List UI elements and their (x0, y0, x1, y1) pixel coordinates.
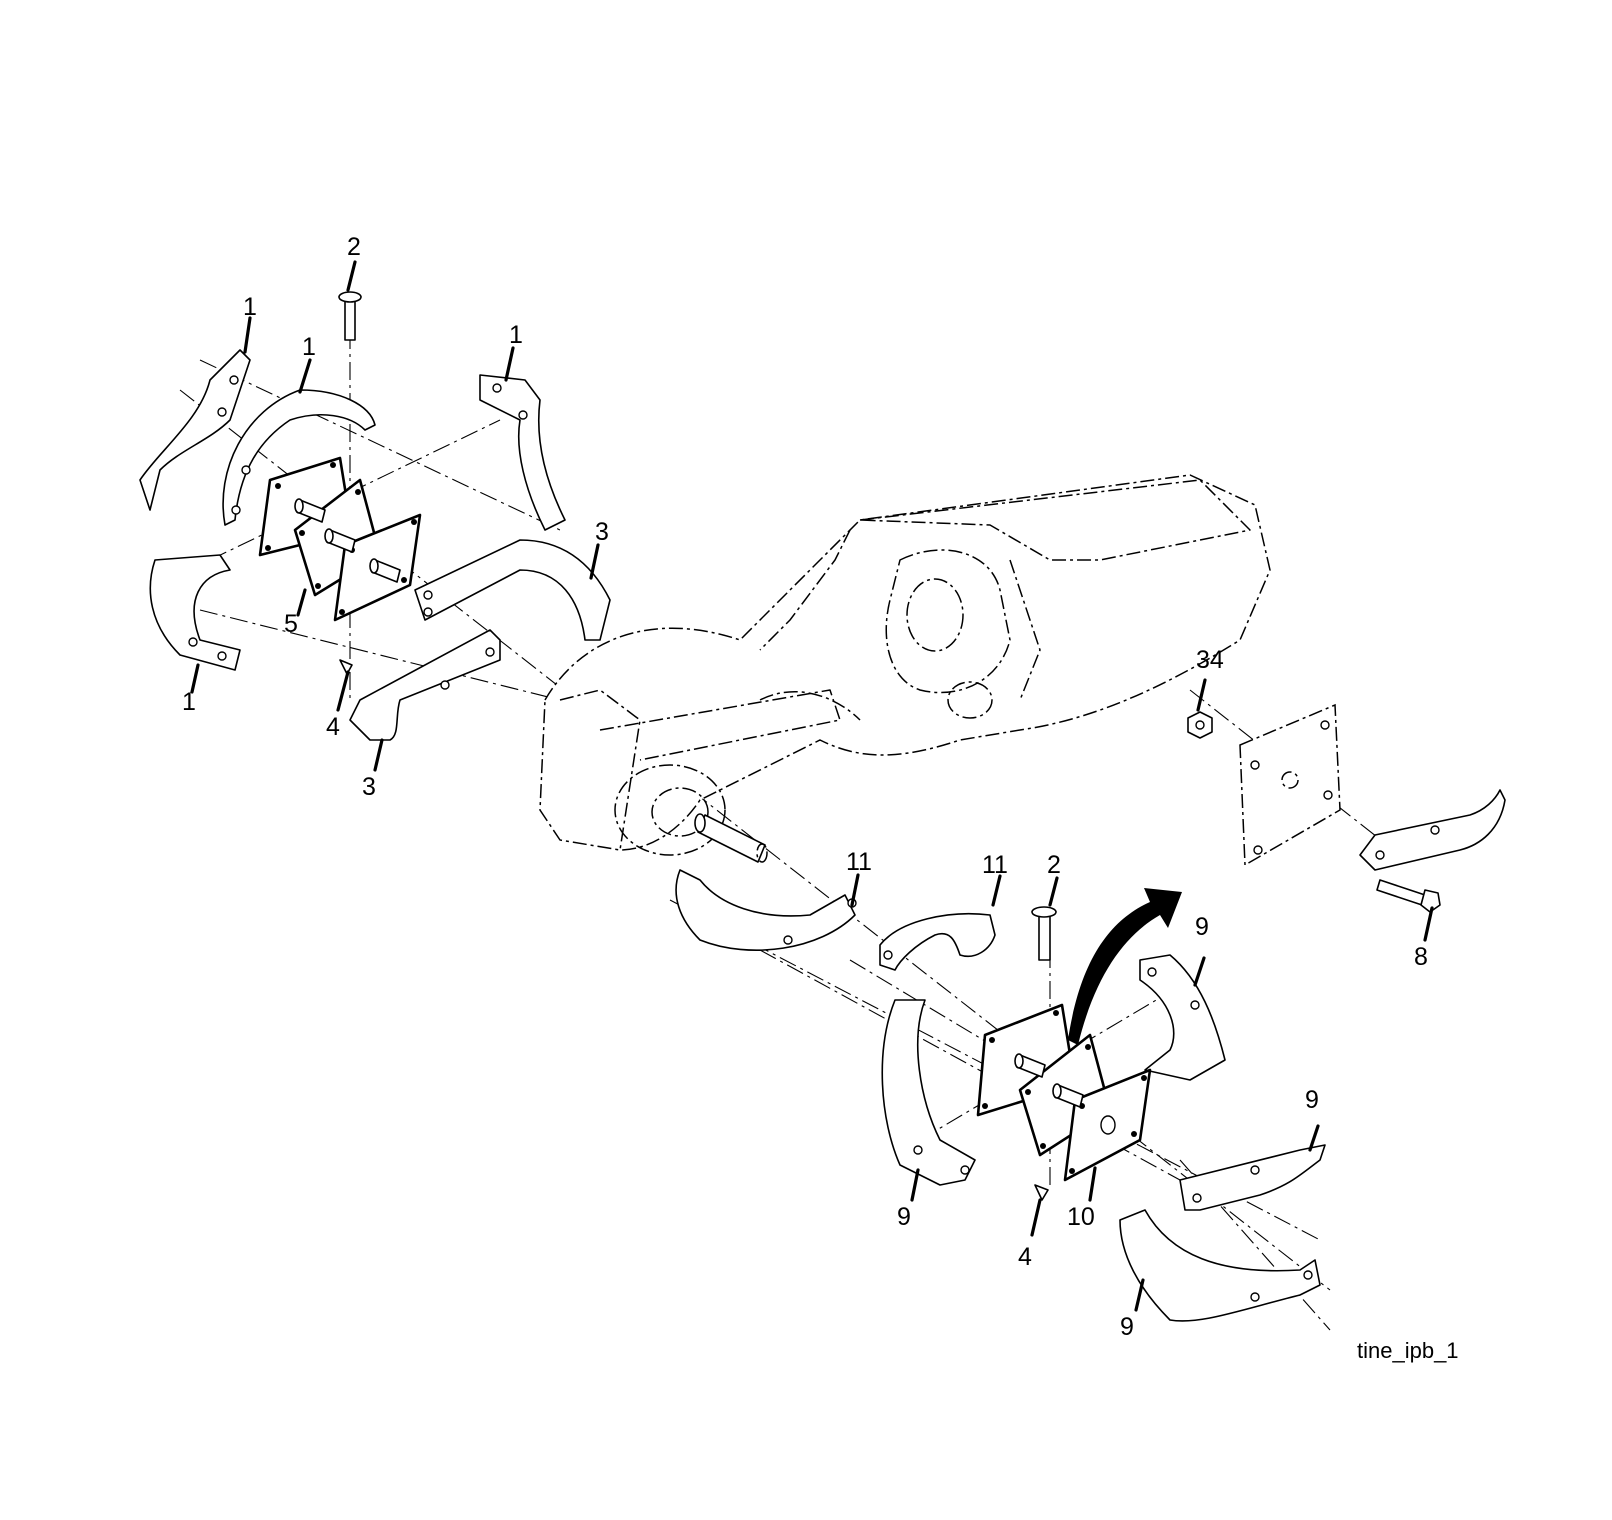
tine-1-upper-right (479, 374, 566, 531)
callout-9-b: 9 (897, 1203, 911, 1231)
callout-9-c: 9 (1305, 1086, 1319, 1114)
callout-1-b: 1 (302, 333, 316, 361)
callout-34: 34 (1196, 646, 1224, 674)
hex-bolt (1376, 879, 1426, 906)
clevis-pin-top (344, 299, 356, 341)
right-hardware (1187, 711, 1506, 913)
rotation-direction-arrow (1068, 888, 1182, 1045)
tine-1-upper-middle (222, 389, 376, 526)
tine-3-lower (349, 629, 501, 741)
right-tine-assembly (675, 869, 1326, 1322)
callout-9-a: 9 (1195, 913, 1209, 941)
callout-1-a: 1 (243, 293, 257, 321)
callout-10: 10 (1067, 1203, 1095, 1231)
tine-9-upper-right (1139, 954, 1226, 1081)
callout-9-d: 9 (1120, 1313, 1134, 1341)
left-tine-assembly (139, 291, 611, 741)
tine-9-left (881, 999, 976, 1186)
figure-id: tine_ipb_1 (1357, 1338, 1459, 1363)
leader-lines (190, 260, 1434, 1312)
callout-4-top: 4 (326, 713, 340, 741)
callout-11-b: 11 (982, 851, 1008, 879)
callout-11-a: 11 (846, 848, 872, 876)
flange-plate-phantom (1239, 703, 1341, 867)
tine-9-right (1179, 1144, 1326, 1211)
hairpin-clip-bottom (1034, 1184, 1049, 1201)
callout-labels: 2 1 1 1 3 5 1 4 3 34 11 11 2 8 9 9 9 10 … (182, 233, 1459, 1363)
callout-2-top: 2 (347, 233, 361, 261)
hairpin-clip-top (339, 659, 353, 675)
tiller-housing-phantom (539, 474, 1271, 856)
clevis-pin-bottom (1038, 914, 1051, 961)
callout-5: 5 (284, 610, 298, 638)
tine-9-bottom (1119, 1209, 1321, 1322)
callout-2-bottom: 2 (1047, 851, 1061, 879)
tine-1-lower-left (149, 554, 241, 671)
output-shaft (694, 813, 768, 863)
callout-3-a: 3 (595, 518, 609, 546)
callout-1-c: 1 (509, 321, 523, 349)
tine-11-right (879, 912, 996, 971)
tine-3-right (414, 539, 611, 641)
tine-11-left (675, 869, 856, 951)
tine-1-upper-left (139, 349, 251, 511)
callout-4-bottom: 4 (1018, 1243, 1032, 1271)
callout-3-b: 3 (362, 773, 376, 801)
callout-1-d: 1 (182, 688, 196, 716)
callout-8: 8 (1414, 943, 1428, 971)
